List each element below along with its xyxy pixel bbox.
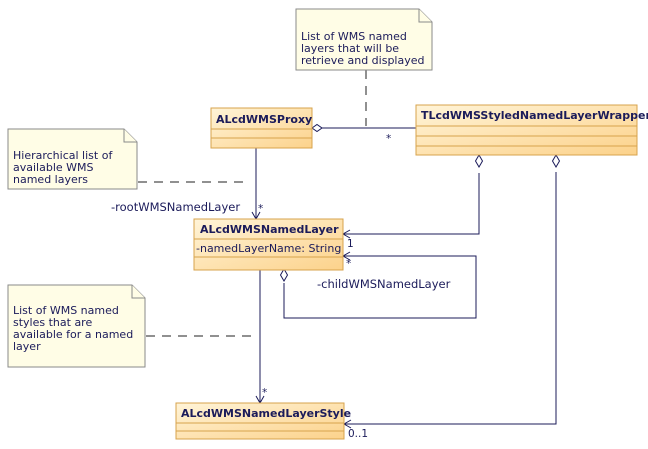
- note-bottom-line-3: available for a named: [13, 328, 133, 341]
- multiplicity-wrapper-style: 0..1: [348, 428, 368, 440]
- role-root-wms-named-layer: -rootWMSNamedLayer: [111, 200, 240, 214]
- note-top-line-1: List of WMS named: [301, 30, 407, 43]
- class-name-alcdwmsproxy: ALcdWMSProxy: [216, 113, 312, 126]
- class-name-tlcdwmsstylednamedlayerwrapper: TLcdWMSStyledNamedLayerWrapper: [421, 109, 648, 122]
- role-child-wms-named-layer: -childWMSNamedLayer: [317, 277, 451, 291]
- note-wms-named-layers: List of WMS named layers that will be re…: [295, 8, 433, 71]
- multiplicity-proxy-layer: *: [258, 203, 263, 215]
- child-layer-self-association: [283, 255, 477, 319]
- class-tlcdwmsstylednamedlayerwrapper[interactable]: TLcdWMSStyledNamedLayerWrapper: [415, 104, 648, 156]
- class-alcdwmsproxy[interactable]: ALcdWMSProxy: [210, 107, 313, 149]
- class-name-alcdwmsnamedlayer: ALcdWMSNamedLayer: [200, 223, 339, 236]
- multiplicity-child-layer: *: [346, 258, 351, 270]
- wrapper-layer-diamond: [474, 154, 484, 168]
- note-top-line-3: retrieve and displayed: [301, 54, 424, 67]
- multiplicity-proxy-wrapper: *: [386, 133, 391, 145]
- multiplicity-wrapper-layer: 1: [347, 238, 354, 250]
- child-layer-diamond: [279, 268, 289, 282]
- proxy-aggregation-diamond: [311, 123, 323, 133]
- wrapper-style-diamond: [551, 154, 561, 168]
- note-bottom-line-2: styles that are: [13, 316, 92, 329]
- multiplicity-layer-style: *: [262, 387, 267, 399]
- class-name-alcdwmsnamedlayerstyle: ALcdWMSNamedLayerStyle: [181, 407, 351, 420]
- class-alcdwmsnamedlayerstyle[interactable]: ALcdWMSNamedLayerStyle: [175, 402, 351, 440]
- wrapper-style-association: [344, 172, 557, 425]
- attribute-namedlayername: -namedLayerName: String: [196, 242, 341, 255]
- note-hierarchical-list: Hierarchical list of available WMS named…: [7, 128, 138, 190]
- note-left-line-1: Hierarchical list of: [13, 149, 113, 162]
- note-bottom-line-4: layer: [13, 340, 41, 353]
- note-top-line-2: layers that will be: [301, 42, 399, 55]
- note-left-line-3: named layers: [13, 173, 88, 186]
- note-named-styles: List of WMS named styles that are availa…: [7, 284, 146, 368]
- note-left-line-2: available WMS: [13, 161, 94, 174]
- class-alcdwmsnamedlayer[interactable]: ALcdWMSNamedLayer -namedLayerName: Strin…: [193, 218, 344, 271]
- wrapper-layer-association: [343, 173, 480, 235]
- note-bottom-line-1: List of WMS named: [13, 304, 119, 317]
